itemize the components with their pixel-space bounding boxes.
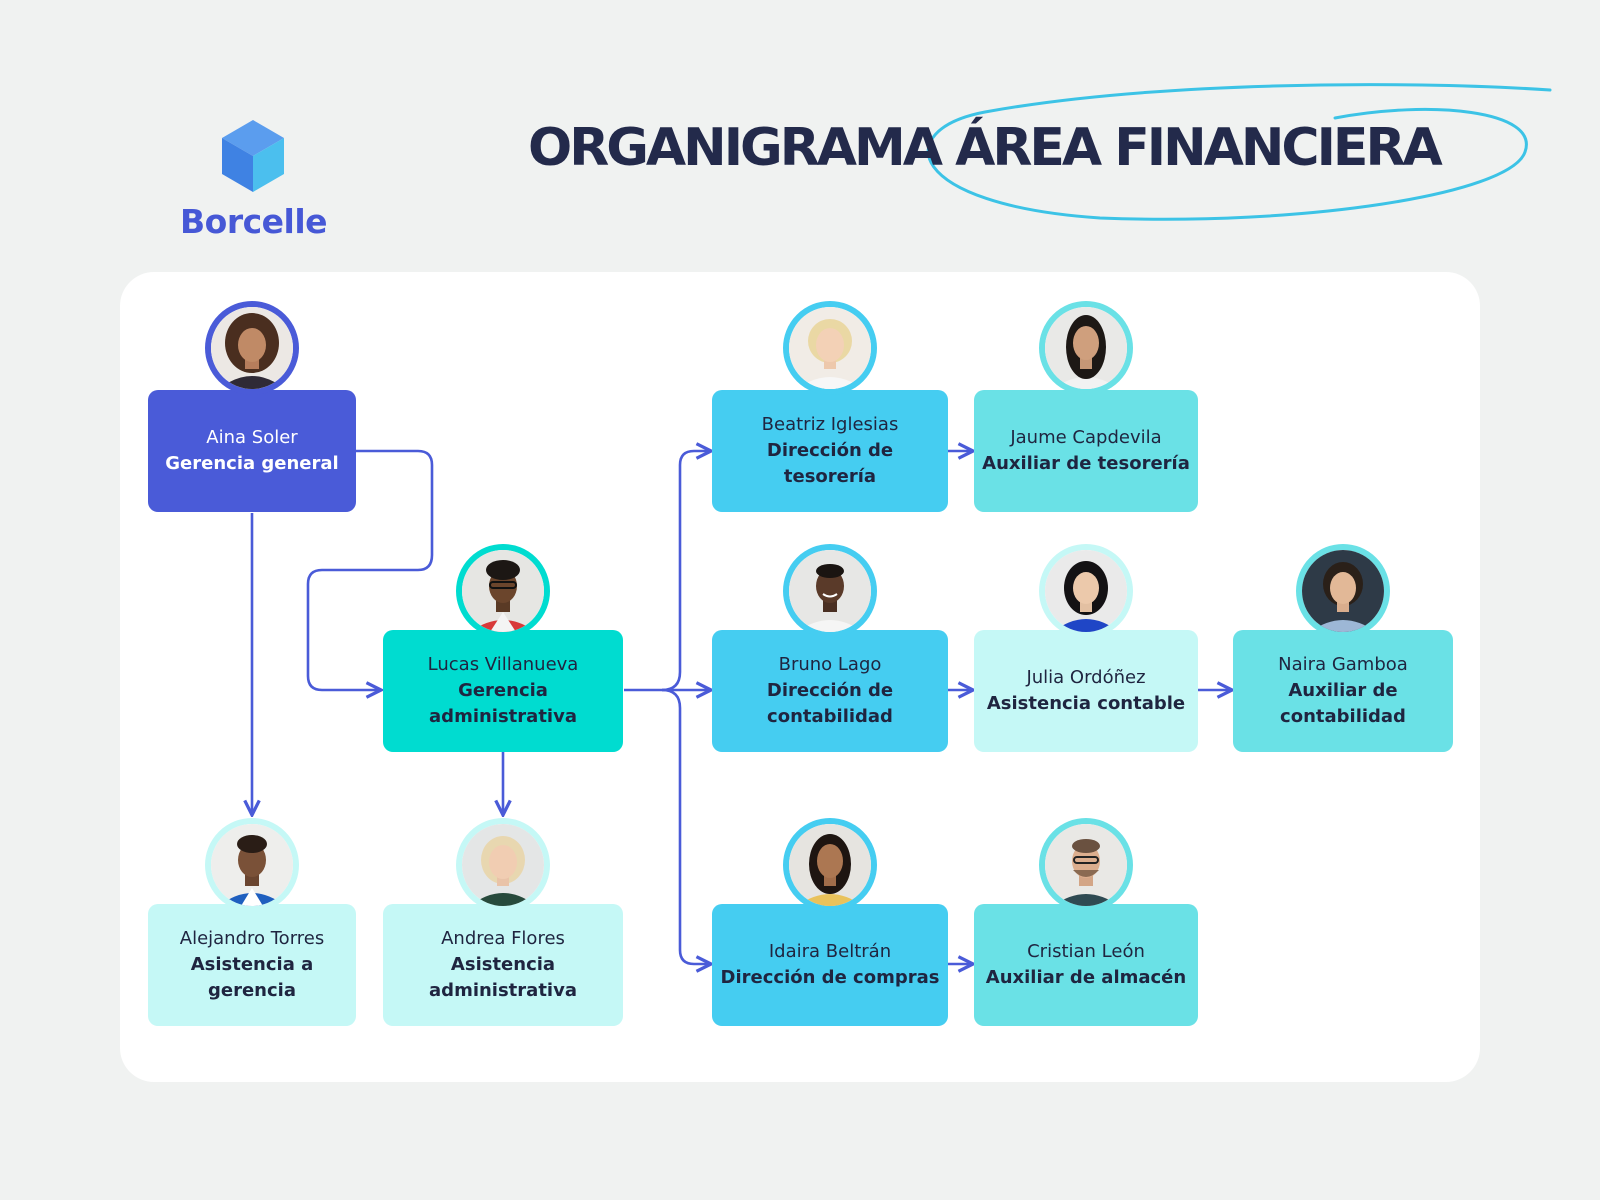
avatar xyxy=(456,544,550,638)
person-photo-icon xyxy=(1045,550,1127,632)
avatar xyxy=(205,301,299,395)
person-name: Bruno Lago xyxy=(778,654,882,676)
person-role: Gerencia administrativa xyxy=(429,680,577,727)
person-photo-icon xyxy=(1045,824,1127,906)
person-role: Auxiliar de almacén xyxy=(985,967,1187,988)
page-title: ORGANIGRAMA ÁREA FINANCIERA xyxy=(528,118,1443,178)
person-photo-icon xyxy=(462,550,544,632)
person-name: Aina Soler xyxy=(206,427,298,449)
cube-icon xyxy=(222,120,284,192)
node-naira-gamboa[interactable]: Naira Gamboa Auxiliar de contabilidad xyxy=(1233,630,1453,752)
avatar xyxy=(783,818,877,912)
person-photo-icon xyxy=(462,824,544,906)
person-photo-icon xyxy=(789,824,871,906)
person-role: Asistencia administrativa xyxy=(429,954,577,1001)
avatar xyxy=(456,818,550,912)
person-role: Auxiliar de tesorería xyxy=(982,453,1190,474)
person-role: Dirección de contabilidad xyxy=(766,680,894,727)
node-bruno-lago[interactable]: Bruno Lago Dirección de contabilidad xyxy=(712,630,948,752)
node-alejandro-torres[interactable]: Alejandro Torres Asistencia a gerencia xyxy=(148,904,356,1026)
person-name: Julia Ordóñez xyxy=(1026,667,1146,689)
person-name: Lucas Villanueva xyxy=(427,654,579,676)
person-photo-icon xyxy=(789,550,871,632)
avatar xyxy=(1039,818,1133,912)
brand-logo: Borcelle xyxy=(180,118,328,241)
person-role: Gerencia general xyxy=(165,453,339,474)
person-role: Dirección de compras xyxy=(720,967,940,988)
avatar xyxy=(205,818,299,912)
person-photo-icon xyxy=(1045,307,1127,389)
node-cristian-leon[interactable]: Cristian León Auxiliar de almacén xyxy=(974,904,1198,1026)
node-lucas-villanueva[interactable]: Lucas Villanueva Gerencia administrativa xyxy=(383,630,623,752)
node-beatriz-iglesias[interactable]: Beatriz Iglesias Dirección de tesorería xyxy=(712,390,948,512)
node-julia-ordonez[interactable]: Julia Ordóñez Asistencia contable xyxy=(974,630,1198,752)
person-name: Beatriz Iglesias xyxy=(761,414,899,436)
avatar xyxy=(1039,301,1133,395)
person-photo-icon xyxy=(211,307,293,389)
person-name: Naira Gamboa xyxy=(1278,654,1408,676)
person-photo-icon xyxy=(211,824,293,906)
node-jaume-capdevila[interactable]: Jaume Capdevila Auxiliar de tesorería xyxy=(974,390,1198,512)
node-aina-soler[interactable]: Aina Soler Gerencia general xyxy=(148,390,356,512)
person-name: Idaira Beltrán xyxy=(768,941,892,963)
node-idaira-beltran[interactable]: Idaira Beltrán Dirección de compras xyxy=(712,904,948,1026)
node-andrea-flores[interactable]: Andrea Flores Asistencia administrativa xyxy=(383,904,623,1026)
avatar xyxy=(783,301,877,395)
avatar xyxy=(1296,544,1390,638)
person-name: Jaume Capdevila xyxy=(1010,427,1162,449)
brand-name: Borcelle xyxy=(180,202,328,241)
person-name: Alejandro Torres xyxy=(179,928,325,950)
person-photo-icon xyxy=(1302,550,1384,632)
person-role: Auxiliar de contabilidad xyxy=(1280,680,1406,727)
person-photo-icon xyxy=(789,307,871,389)
person-role: Asistencia a gerencia xyxy=(190,954,314,1001)
person-name: Cristian León xyxy=(1027,941,1145,963)
person-role: Asistencia contable xyxy=(986,693,1186,714)
person-role: Dirección de tesorería xyxy=(766,440,894,487)
person-name: Andrea Flores xyxy=(441,928,565,950)
avatar xyxy=(1039,544,1133,638)
avatar xyxy=(783,544,877,638)
